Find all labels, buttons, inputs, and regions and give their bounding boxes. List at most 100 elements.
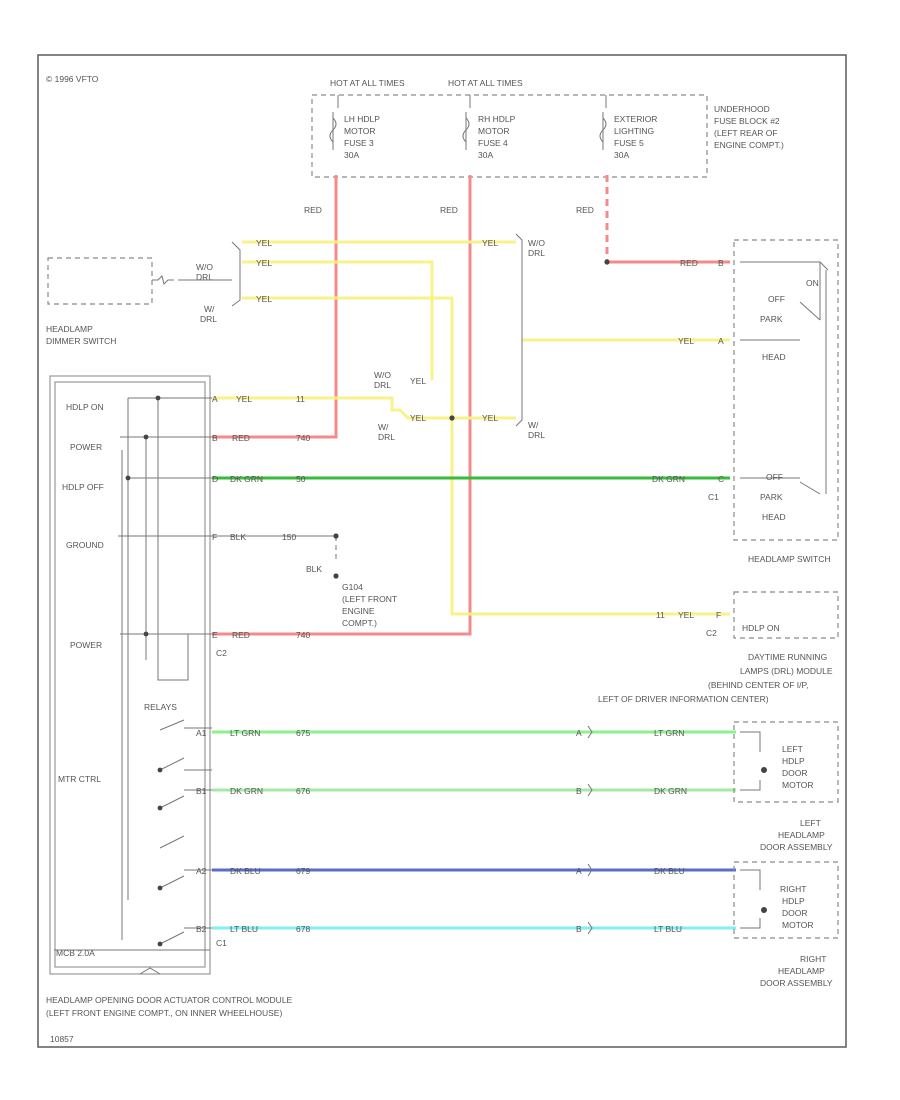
- dimmer-label-2: DIMMER SWITCH: [46, 336, 116, 346]
- fuse-4-l3: FUSE 4: [478, 138, 508, 148]
- yel-label-10: YEL: [678, 610, 694, 620]
- mod-pin-b: B: [212, 433, 218, 443]
- diagram-frame: [37, 54, 847, 1048]
- headlamp-dimmer-switch: HEADLAMP DIMMER SWITCH W/O DRL W/ DRL: [46, 241, 241, 346]
- blk-label-2: BLK: [306, 564, 322, 574]
- p-a-head: A: [718, 336, 724, 346]
- drl-hdlp-on: HDLP ON: [742, 623, 780, 633]
- fuse-block-label-2: FUSE BLOCK #2: [714, 116, 780, 126]
- pin-mcb: MCB 2.0A: [56, 948, 95, 958]
- pin-ground: GROUND: [66, 540, 104, 550]
- dkblu-label-1: DK BLU: [230, 866, 261, 876]
- g104-l1: G104: [342, 582, 363, 592]
- dkgrn-label-1: DK GRN: [230, 474, 263, 484]
- dkgrn2-label-2: DK GRN: [654, 786, 687, 796]
- yel-label-1: YEL: [256, 238, 272, 248]
- fuse-3-l2: MOTOR: [344, 126, 375, 136]
- right-motor-1: RIGHT: [780, 884, 806, 894]
- left-motor-2: HDLP: [782, 756, 805, 766]
- ilc-a-1: A: [576, 728, 582, 738]
- left-assembly-3: DOOR ASSEMBLY: [760, 842, 833, 852]
- switch-park-1: PARK: [760, 314, 783, 324]
- red-label-4: RED: [680, 258, 698, 268]
- pin-power-1: POWER: [70, 442, 102, 452]
- figure-id: 10857: [50, 1034, 74, 1044]
- fuse-4-l2: MOTOR: [478, 126, 509, 136]
- ilc-a-2: A: [576, 866, 582, 876]
- ltblu-label-1: LT BLU: [230, 924, 258, 934]
- dkgrn-label-2: DK GRN: [652, 474, 685, 484]
- left-motor-4: MOTOR: [782, 780, 813, 790]
- fuse-4-l4: 30A: [478, 150, 493, 160]
- left-motor-1: LEFT: [782, 744, 803, 754]
- module-conn-c2: C2: [216, 648, 227, 658]
- switch-label: HEADLAMP SWITCH: [748, 554, 831, 564]
- dimmer-wo-drl-2: DRL: [196, 272, 213, 282]
- switch-off-2: OFF: [766, 472, 783, 482]
- drl-module: HDLP ON C2 DAYTIME RUNNING LAMPS (DRL) M…: [598, 591, 839, 704]
- mod-pin-a: A: [212, 394, 218, 404]
- ltgrn-label-2: LT GRN: [654, 728, 684, 738]
- red-mod-2: RED: [232, 630, 250, 640]
- dimmer-label-1: HEADLAMP: [46, 324, 93, 334]
- fuse-5-symbol: [599, 112, 607, 150]
- fuse-3-l1: LH HDLP: [344, 114, 380, 124]
- mid-w-drl-2: DRL: [378, 432, 395, 442]
- pin-mtr-ctrl: MTR CTRL: [58, 774, 101, 784]
- mod-pin-f: F: [212, 532, 217, 542]
- switch-c1: C1: [708, 492, 719, 502]
- left-motor-3: DOOR: [782, 768, 808, 778]
- p-c-switch: C: [718, 474, 724, 484]
- switch-park-2: PARK: [760, 492, 783, 502]
- copyright-label: © 1996 VFTO: [46, 74, 99, 84]
- fuse-block-label-3: (LEFT REAR OF: [714, 128, 778, 138]
- g104-l4: COMPT.): [342, 618, 377, 628]
- yel-label-2: YEL: [256, 258, 272, 268]
- drl-label-1: DAYTIME RUNNING: [748, 652, 827, 662]
- headlamp-switch: ON OFF PARK HEAD OFF PARK HEAD C1 HEADLA…: [708, 239, 839, 564]
- mod-pin-e: E: [212, 630, 218, 640]
- yel-label-5: YEL: [410, 376, 426, 386]
- wire-red-fuse4: [212, 175, 472, 636]
- c-740-label-1: 740: [296, 433, 310, 443]
- left-assembly-1: LEFT: [800, 818, 821, 828]
- switch-head-1: HEAD: [762, 352, 786, 362]
- fuse-5-l4: 30A: [614, 150, 629, 160]
- dimmer-wo-drl-1: W/O: [196, 262, 213, 272]
- module-label-2: (LEFT FRONT ENGINE COMPT., ON INNER WHEE…: [46, 1008, 282, 1018]
- p-f-drl: F: [716, 610, 721, 620]
- red-label-3: RED: [576, 205, 594, 215]
- mod-pin-b1: B1: [196, 786, 207, 796]
- underhood-fuse-block: HOT AT ALL TIMES HOT AT ALL TIMES LH HDL…: [311, 78, 784, 178]
- fuse-5-l2: LIGHTING: [614, 126, 654, 136]
- fuse-block-label-4: ENGINE COMPT.): [714, 140, 784, 150]
- yel-label-6: YEL: [410, 413, 426, 423]
- red-mod-1: RED: [232, 433, 250, 443]
- fuse-4-l1: RH HDLP: [478, 114, 516, 124]
- c-11-label: 11: [296, 394, 305, 404]
- left-headlamp-door-assembly: LEFT HDLP DOOR MOTOR LEFT HEADLAMP DOOR …: [733, 721, 839, 852]
- pin-hdlp-off: HDLP OFF: [62, 482, 104, 492]
- ilc-b-2: B: [576, 924, 582, 934]
- right-w-drl-2: DRL: [528, 430, 545, 440]
- hot-at-all-times-1: HOT AT ALL TIMES: [330, 78, 405, 88]
- right-assembly-2: HEADLAMP: [778, 966, 825, 976]
- right-w-drl-1: W/: [528, 420, 539, 430]
- dimmer-w-drl-1: W/: [204, 304, 215, 314]
- c-11-drl: 11: [656, 610, 665, 620]
- actuator-control-module: HDLP ON POWER HDLP OFF GROUND POWER MTR …: [46, 375, 293, 1018]
- yel-label-4: YEL: [482, 238, 498, 248]
- g104-l2: (LEFT FRONT: [342, 594, 397, 604]
- mod-pin-d: D: [212, 474, 218, 484]
- fuse-3-symbol: [329, 112, 337, 150]
- mod-pin-a2: A2: [196, 866, 207, 876]
- c-679-label: 679: [296, 866, 310, 876]
- right-assembly-1: RIGHT: [800, 954, 826, 964]
- right-assembly-3: DOOR ASSEMBLY: [760, 978, 833, 988]
- c-50-label: 50: [296, 474, 306, 484]
- ltgrn-label-1: LT GRN: [230, 728, 260, 738]
- red-label-2: RED: [440, 205, 458, 215]
- dimmer-w-drl-2: DRL: [200, 314, 217, 324]
- right-motor-2: HDLP: [782, 896, 805, 906]
- fuse-4-symbol: [462, 112, 470, 150]
